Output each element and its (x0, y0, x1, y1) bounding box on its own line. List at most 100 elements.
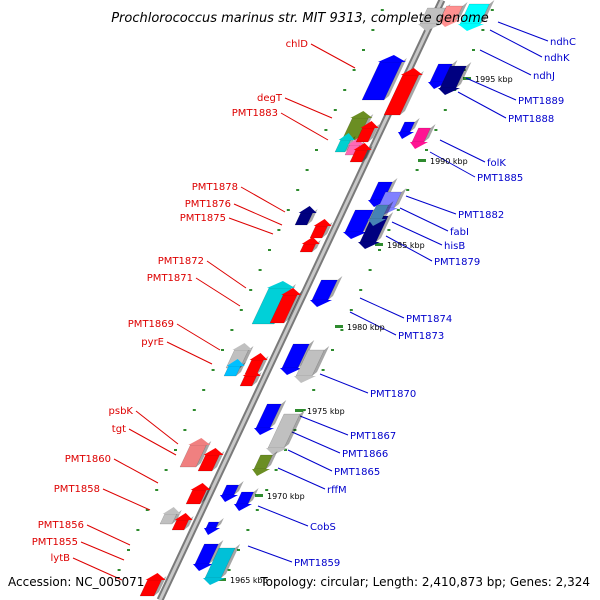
gene-label-forward: PMT1883 (232, 108, 278, 119)
track-tick (227, 569, 231, 571)
gene-label-forward: PMT1858 (54, 484, 100, 495)
gene-label-forward: lytB (51, 553, 71, 564)
track-tick (321, 369, 325, 371)
kbp-tick-label: 1980 kbp (347, 323, 385, 332)
gene-feature (280, 340, 315, 375)
leader-line (391, 221, 443, 246)
kbp-tick-mark (418, 159, 426, 162)
gene-label-reverse: PMT1865 (334, 467, 380, 478)
gene-feature (266, 410, 305, 455)
kbp-tick-label: 1970 kbp (267, 492, 305, 501)
gene-feature (438, 62, 472, 95)
leader-line (359, 297, 405, 319)
track-tick (164, 469, 168, 471)
track-tick (274, 469, 278, 471)
leader-line (206, 260, 247, 289)
track-tick (434, 129, 438, 131)
gene-label-reverse: PMT1870 (370, 389, 416, 400)
gene-label-reverse: PMT1889 (518, 96, 564, 107)
gene-feature (171, 513, 194, 531)
gene-feature (398, 118, 420, 139)
track-tick (380, 9, 384, 11)
leader-line (457, 91, 507, 119)
track-tick (239, 309, 243, 311)
track-tick (211, 369, 215, 371)
gene-label-reverse: PMT1866 (342, 449, 388, 460)
gene-feature (239, 369, 262, 387)
track-tick (293, 429, 297, 431)
track-tick (387, 229, 391, 231)
track-tick (371, 29, 375, 31)
gene-label-reverse: PMT1885 (477, 173, 523, 184)
kbp-tick-mark (218, 578, 226, 581)
track-tick (396, 209, 400, 211)
track-tick (312, 389, 316, 391)
track-tick (406, 189, 410, 191)
map-title: Prochlorococcus marinus str. MIT 9313, c… (111, 11, 489, 26)
kbp-tick-label: 1965 kbp (230, 576, 268, 585)
gene-feature (458, 0, 495, 31)
gene-feature (310, 276, 343, 307)
leader-line (497, 21, 549, 42)
gene-feature (438, 2, 468, 27)
gene-layer (139, 0, 495, 597)
track-tick (490, 9, 494, 11)
gene-label-reverse: folK (487, 158, 506, 169)
track-tick (349, 309, 353, 311)
gene-label-forward: PMT1875 (180, 213, 226, 224)
gene-label-forward: chlD (286, 39, 309, 50)
track-tick (255, 509, 259, 511)
gene-label-forward: PMT1860 (65, 454, 111, 465)
leader-line (489, 29, 543, 58)
leader-line (280, 112, 329, 141)
genome-summary-text: Topology: circular; Length: 2,410,873 bp… (259, 575, 590, 589)
gene-label-reverse: rffM (327, 485, 347, 496)
track-tick (362, 49, 365, 51)
gene-label-forward: PMT1871 (147, 273, 193, 284)
leader-line (72, 557, 123, 581)
track-tick (155, 489, 159, 491)
leader-line (291, 431, 341, 454)
leader-line (405, 195, 457, 215)
leader-line (310, 43, 356, 69)
gene-label-forward: PMT1878 (192, 182, 238, 193)
track-tick (265, 489, 269, 491)
gene-feature (299, 237, 321, 253)
track-tick (352, 69, 356, 71)
kbp-tick-label: 1995 kbp (475, 75, 513, 84)
track-tick (296, 189, 300, 191)
leader-line (135, 410, 179, 445)
gene-feature (361, 55, 407, 101)
gene-label-reverse: PMT1873 (398, 331, 444, 342)
gene-label-forward: PMT1869 (128, 319, 174, 330)
track-tick (192, 409, 196, 411)
gene-feature (139, 573, 167, 597)
kbp-tick-mark (335, 325, 343, 328)
gene-feature (204, 518, 224, 535)
gene-feature (294, 206, 318, 226)
gene-feature (252, 451, 278, 476)
leader-line (240, 186, 286, 213)
leader-line (166, 341, 213, 365)
track-tick (277, 229, 281, 231)
gene-label-forward: PMT1856 (38, 520, 84, 531)
gene-label-reverse: CobS (310, 522, 336, 533)
gene-feature (309, 219, 333, 239)
gene-label-reverse: PMT1888 (508, 114, 554, 125)
gene-label-reverse: PMT1859 (294, 558, 340, 569)
gene-feature (376, 188, 407, 215)
track-tick (324, 129, 328, 131)
track-tick (258, 269, 262, 271)
leader-line (195, 277, 241, 307)
gene-feature (254, 400, 287, 435)
track-tick (378, 249, 381, 251)
leader-line (86, 524, 131, 546)
gene-feature (197, 448, 225, 472)
track-tick (174, 449, 177, 451)
track-tick (302, 409, 306, 411)
track-tick (127, 549, 130, 551)
track-tick (221, 349, 224, 351)
kbp-tick-label: 1990 kbp (430, 157, 468, 166)
